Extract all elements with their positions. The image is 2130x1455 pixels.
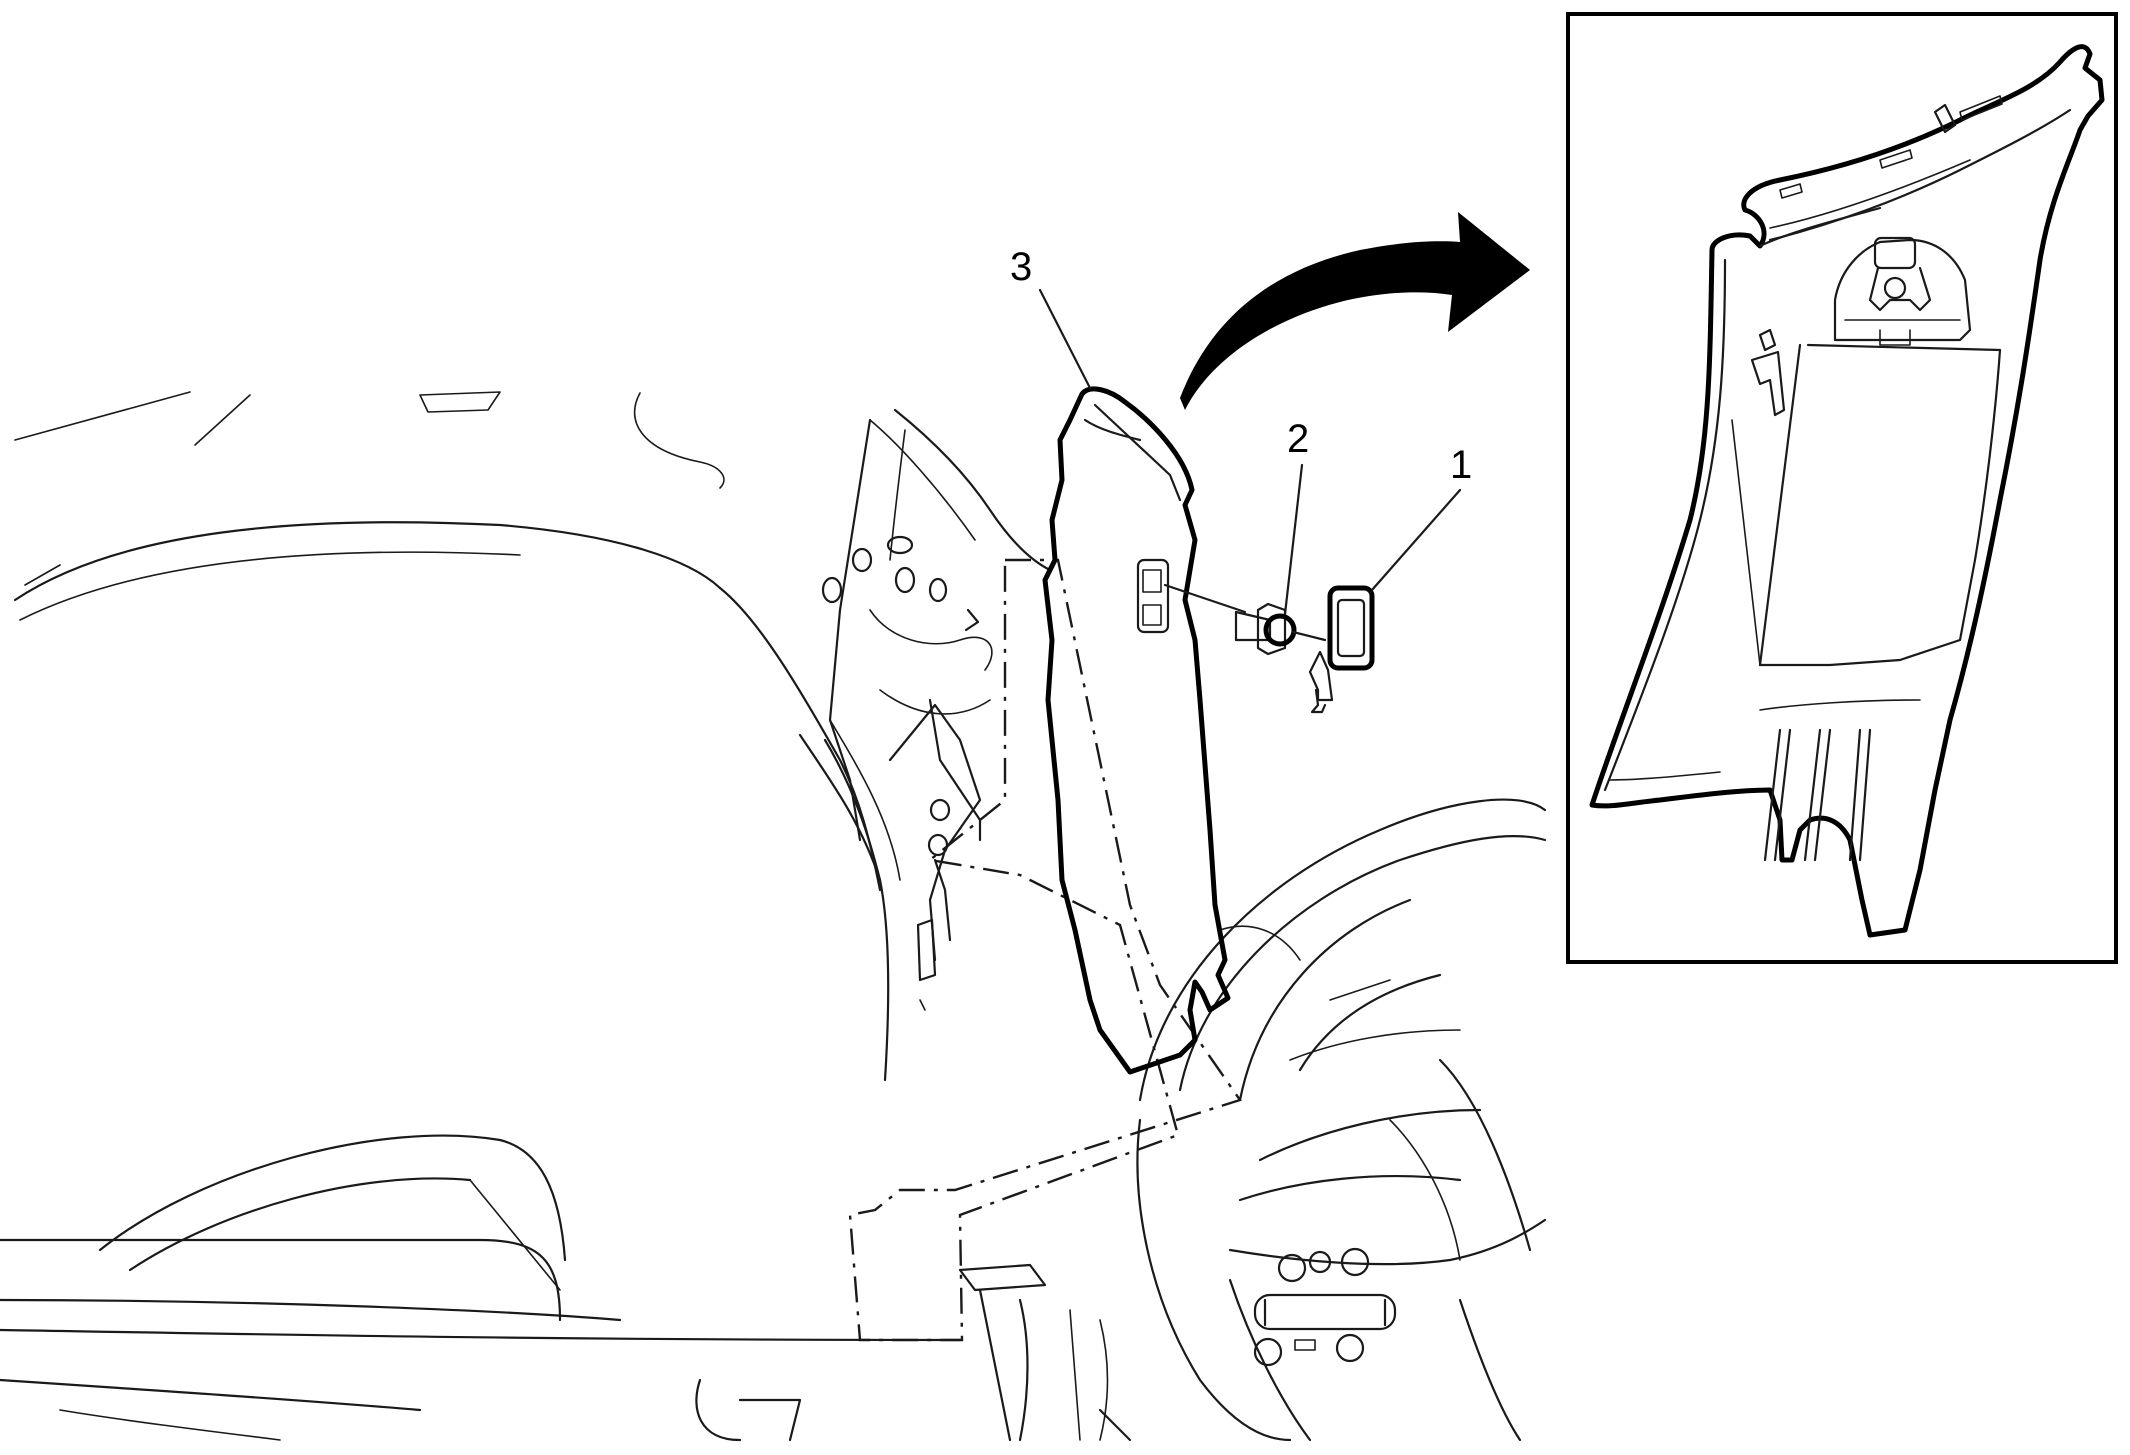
callout-3-leader bbox=[1038, 288, 1092, 390]
inset-clip-assembly bbox=[1833, 236, 1972, 346]
vehicle-interior bbox=[0, 391, 1547, 1442]
a-pillar-trim-panel bbox=[1042, 386, 1231, 1075]
callout-3: 3 bbox=[1010, 245, 1032, 289]
callout-2: 2 bbox=[1287, 417, 1309, 461]
inset-detail-view bbox=[1566, 12, 2118, 964]
callout-1-leader bbox=[1370, 488, 1462, 592]
callout-1: 1 bbox=[1450, 443, 1472, 487]
callout-2-leader bbox=[1283, 463, 1304, 616]
push-pin-retainer-icon bbox=[1163, 583, 1327, 656]
curved-arrow-icon bbox=[1180, 212, 1530, 410]
steering-wheel-controls bbox=[1253, 1247, 1397, 1367]
component-location-outline bbox=[848, 558, 1242, 1342]
screw-cover-icon bbox=[1308, 585, 1375, 714]
